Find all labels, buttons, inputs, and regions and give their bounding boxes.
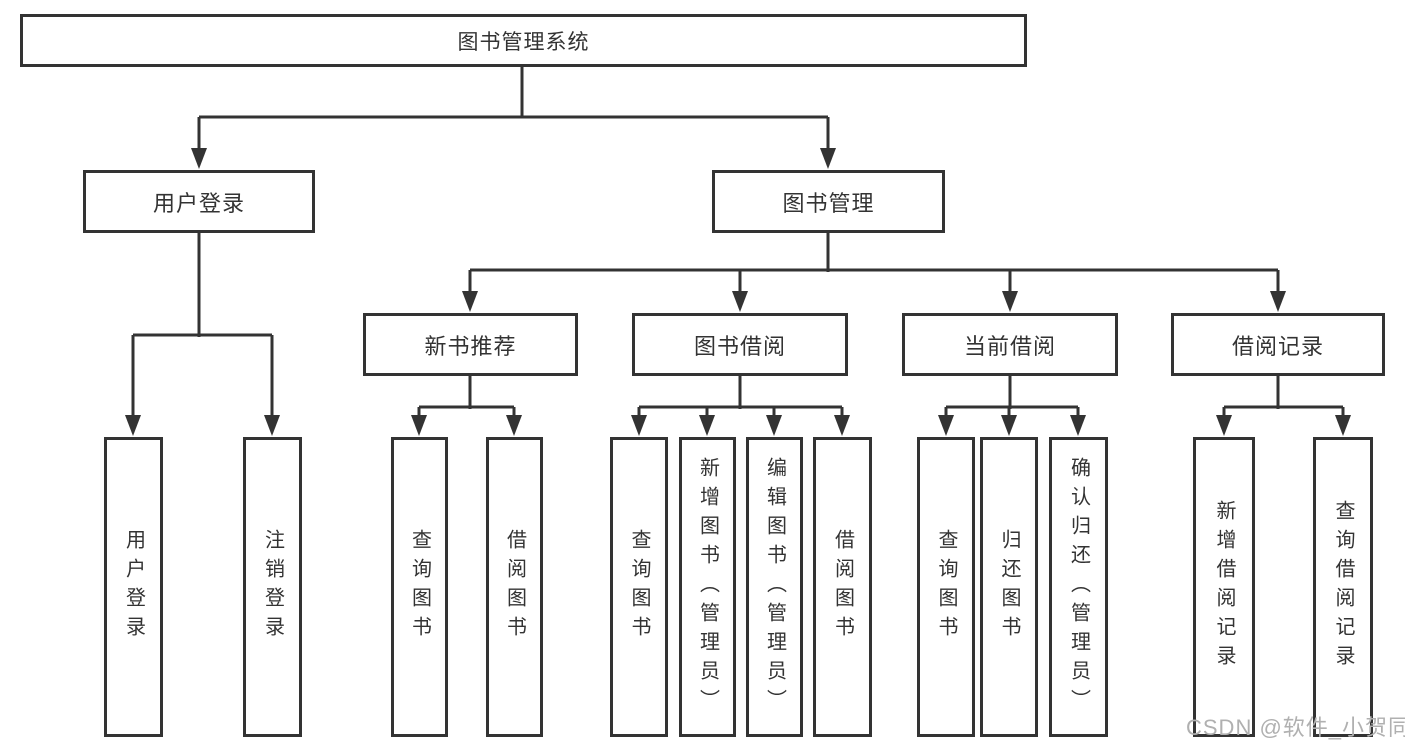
node-user-login-label: 用户登录 — [152, 190, 245, 216]
watermark: CSDN @软件_小贺同学 — [1186, 715, 1405, 740]
node-book-mgmt-label: 图书管理 — [782, 190, 875, 216]
edge-current-borrow-to-leaves — [938, 376, 1086, 436]
node-book-borrow-label: 图书借阅 — [693, 333, 786, 359]
edge-book-mgmt-to-level3 — [462, 233, 1286, 312]
leaf-user-login-label: 用户登录 — [122, 529, 145, 645]
leaf-return-book: 归还图书 — [980, 437, 1038, 737]
leaf-confirm-return: 确认归还（管理员） — [1049, 437, 1108, 737]
edge-new-book-rec-to-leaves — [411, 376, 522, 436]
node-current-borrow: 当前借阅 — [902, 313, 1118, 376]
node-new-book-rec: 新书推荐 — [363, 313, 578, 376]
leaf-query-book-3-label: 查询图书 — [935, 529, 957, 645]
leaf-query-book-1-label: 查询图书 — [408, 529, 431, 645]
leaf-borrow-book-2: 借阅图书 — [813, 437, 872, 737]
leaf-borrow-book-1-label: 借阅图书 — [503, 529, 526, 645]
node-current-borrow-label: 当前借阅 — [963, 333, 1056, 359]
node-new-book-rec-label: 新书推荐 — [424, 333, 517, 359]
leaf-logout-label: 注销登录 — [261, 529, 284, 645]
node-borrow-records: 借阅记录 — [1171, 313, 1385, 376]
leaf-logout: 注销登录 — [243, 437, 302, 737]
leaf-query-book-3: 查询图书 — [917, 437, 975, 737]
edge-user-login-to-leaves — [125, 233, 280, 436]
leaf-confirm-return-label: 确认归还（管理员） — [1067, 456, 1090, 718]
node-root: 图书管理系统 — [20, 14, 1027, 67]
edge-root-to-level2 — [191, 67, 836, 169]
leaf-query-book-2: 查询图书 — [610, 437, 668, 737]
leaf-add-book-label: 新增图书（管理员） — [696, 456, 719, 718]
leaf-borrow-book-2-label: 借阅图书 — [831, 529, 854, 645]
leaf-borrow-book-1: 借阅图书 — [486, 437, 543, 737]
leaf-edit-book: 编辑图书（管理员） — [746, 437, 803, 737]
node-root-label: 图书管理系统 — [457, 30, 590, 54]
edge-borrow-records-to-leaves — [1216, 376, 1351, 436]
leaf-add-borrow-record: 新增借阅记录 — [1193, 437, 1255, 737]
node-user-login: 用户登录 — [83, 170, 315, 233]
node-borrow-records-label: 借阅记录 — [1231, 333, 1324, 359]
leaf-query-book-1: 查询图书 — [391, 437, 448, 737]
leaf-query-book-2-label: 查询图书 — [628, 529, 650, 645]
leaf-edit-book-label: 编辑图书（管理员） — [763, 456, 786, 718]
leaf-add-borrow-record-label: 新增借阅记录 — [1213, 500, 1235, 674]
node-book-mgmt: 图书管理 — [712, 170, 945, 233]
leaf-query-borrow-record-label: 查询借阅记录 — [1332, 500, 1354, 674]
leaf-user-login: 用户登录 — [104, 437, 163, 737]
leaf-return-book-label: 归还图书 — [998, 529, 1020, 645]
leaf-add-book: 新增图书（管理员） — [679, 437, 736, 737]
edge-book-borrow-to-leaves — [631, 376, 850, 436]
leaf-query-borrow-record: 查询借阅记录 — [1313, 437, 1373, 737]
node-book-borrow: 图书借阅 — [632, 313, 848, 376]
